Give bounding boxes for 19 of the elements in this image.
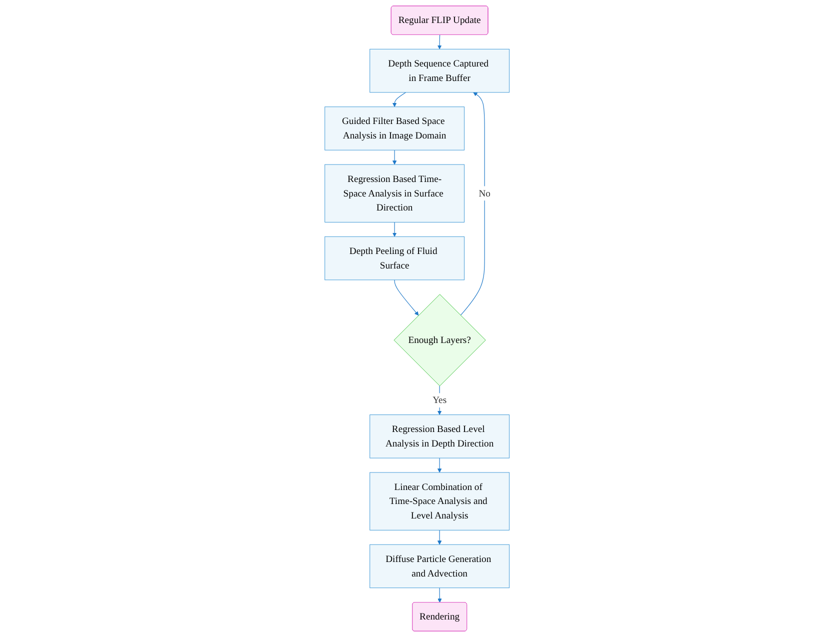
arrow [437,34,442,50]
arrow [437,458,442,473]
node-box: Depth Sequence Captured in Frame Buffer [370,48,510,93]
arrow [438,588,442,603]
arrow [460,92,485,316]
arrow [392,150,397,165]
node-box: Regression Based Time-Space Analysis in Surface Direction [324,164,464,222]
arrow [437,530,442,545]
edge-label: Yes [432,395,446,406]
arrow [394,280,419,316]
arrow [392,92,406,108]
node-box: Depth Peeling of Fluid Surface [324,236,464,280]
node-box: Guided Filter Based Space Analysis in Image Domain [324,106,464,150]
arrow [392,222,397,237]
node-box: Regression Based Level Analysis in Depth Direction [370,414,510,458]
node-diamond: Enough Layers? [394,294,486,386]
node-box: Diffuse Particle Generation and Advection [370,544,510,588]
node-box: Linear Combination of Time-Space Analysis and Level Analysis [370,472,510,530]
edge-label: No [478,188,490,199]
